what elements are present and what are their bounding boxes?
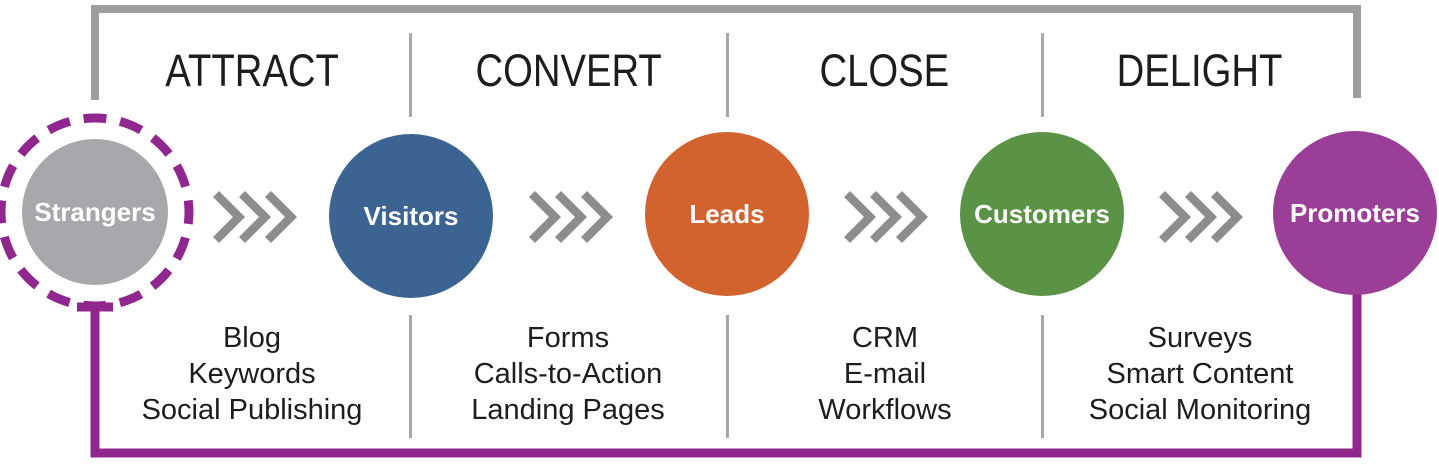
chevron-right-icon bbox=[268, 194, 291, 240]
chevron-group-convert bbox=[532, 194, 607, 240]
chevron-group-delight bbox=[1162, 194, 1237, 240]
circle-label-customers: Customers bbox=[974, 198, 1110, 229]
chevron-right-icon bbox=[532, 194, 555, 240]
circle-promoters: Promoters bbox=[1273, 131, 1437, 295]
chevron-right-icon bbox=[899, 194, 922, 240]
circle-label-leads: Leads bbox=[689, 198, 765, 229]
tool-item: Keywords bbox=[188, 358, 316, 390]
chevron-right-icon bbox=[873, 194, 896, 240]
tool-item: CRM bbox=[851, 322, 919, 354]
chevron-right-icon bbox=[1162, 194, 1185, 240]
divider-top-3 bbox=[1041, 33, 1044, 117]
circle-label-promoters: Promoters bbox=[1289, 197, 1421, 228]
divider-bottom-1 bbox=[409, 315, 412, 438]
divider-top-2 bbox=[726, 33, 729, 117]
chevron-right-icon bbox=[584, 194, 607, 240]
chevron-group-attract bbox=[216, 194, 291, 240]
tool-item: Surveys bbox=[1147, 322, 1253, 354]
circle-leads: Leads bbox=[645, 132, 809, 296]
stage-label-delight: DELIGHT bbox=[1116, 45, 1283, 96]
chevron-right-icon bbox=[1188, 194, 1211, 240]
tool-item: Workflows bbox=[818, 394, 952, 426]
circle-visitors: Visitors bbox=[329, 134, 493, 298]
tools-list-delight: Surveys Smart Content Social Monitoring bbox=[1040, 320, 1360, 428]
chevron-right-icon bbox=[558, 194, 581, 240]
stage-label-close: CLOSE bbox=[819, 45, 950, 96]
chevron-right-icon bbox=[242, 194, 265, 240]
chevron-right-icon bbox=[216, 194, 239, 240]
chevron-right-icon bbox=[1214, 194, 1237, 240]
circle-strangers: Strangers bbox=[22, 139, 168, 285]
tool-item: Smart Content bbox=[1106, 358, 1294, 390]
tools-list-close: CRM E-mail Workflows bbox=[725, 320, 1045, 428]
circle-label-visitors: Visitors bbox=[363, 200, 459, 231]
chevron-right-icon bbox=[847, 194, 870, 240]
circle-label-strangers: Strangers bbox=[34, 196, 156, 227]
bottom-loop-line bbox=[90, 246, 1362, 458]
tool-item: Social Publishing bbox=[141, 394, 363, 426]
tool-item: Landing Pages bbox=[471, 394, 665, 426]
tool-item: Social Monitoring bbox=[1088, 394, 1312, 426]
tool-item: Calls-to-Action bbox=[473, 358, 663, 390]
tool-item: Forms bbox=[526, 322, 610, 354]
circle-customers: Customers bbox=[960, 132, 1124, 296]
tool-item: Blog bbox=[222, 322, 282, 354]
divider-bottom-2 bbox=[726, 315, 729, 438]
divider-bottom-3 bbox=[1041, 315, 1044, 438]
stage-label-convert: CONVERT bbox=[475, 45, 662, 96]
stage-label-attract: ATTRACT bbox=[165, 45, 340, 96]
tool-item: E-mail bbox=[843, 358, 927, 390]
divider-top-1 bbox=[409, 33, 412, 117]
tools-list-attract: Blog Keywords Social Publishing bbox=[92, 320, 412, 428]
chevron-group-close bbox=[847, 194, 922, 240]
tools-list-convert: Forms Calls-to-Action Landing Pages bbox=[408, 320, 728, 428]
strangers-dashed-ring-icon bbox=[0, 113, 194, 311]
top-loop-line bbox=[91, 5, 1361, 100]
